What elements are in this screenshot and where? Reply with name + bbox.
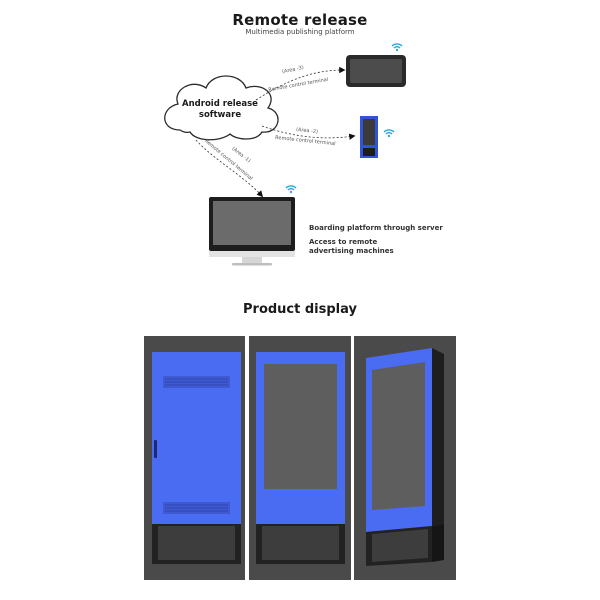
phone-kiosk-icon xyxy=(360,116,378,158)
cloud-label: Android release software xyxy=(172,99,268,121)
wifi-icon xyxy=(285,185,297,194)
cabinet-angled-image xyxy=(366,348,444,566)
wifi-icon xyxy=(391,43,403,52)
tablet-icon xyxy=(346,55,406,87)
info-text: Boarding platform through server Access … xyxy=(309,224,443,256)
cabinet-front-image xyxy=(256,352,345,564)
product-gallery xyxy=(144,336,456,580)
wifi-icon xyxy=(383,129,395,138)
network-diagram xyxy=(164,43,406,266)
section-title: Product display xyxy=(243,302,357,317)
cabinet-closed-image xyxy=(152,352,241,564)
info-line2: Access to remote xyxy=(309,238,378,246)
cloud-label-line1: Android release xyxy=(182,99,258,109)
page-title: Remote release xyxy=(232,11,368,29)
link-area-2 xyxy=(261,125,356,140)
link-area-1 xyxy=(195,139,264,198)
cloud-icon xyxy=(164,75,279,141)
page-subtitle: Multimedia publishing platform xyxy=(245,28,355,36)
monitor-icon xyxy=(209,197,295,266)
info-line1: Boarding platform through server xyxy=(309,224,443,232)
cloud-label-line2: software xyxy=(198,110,242,120)
info-line3: advertising machines xyxy=(309,247,394,255)
